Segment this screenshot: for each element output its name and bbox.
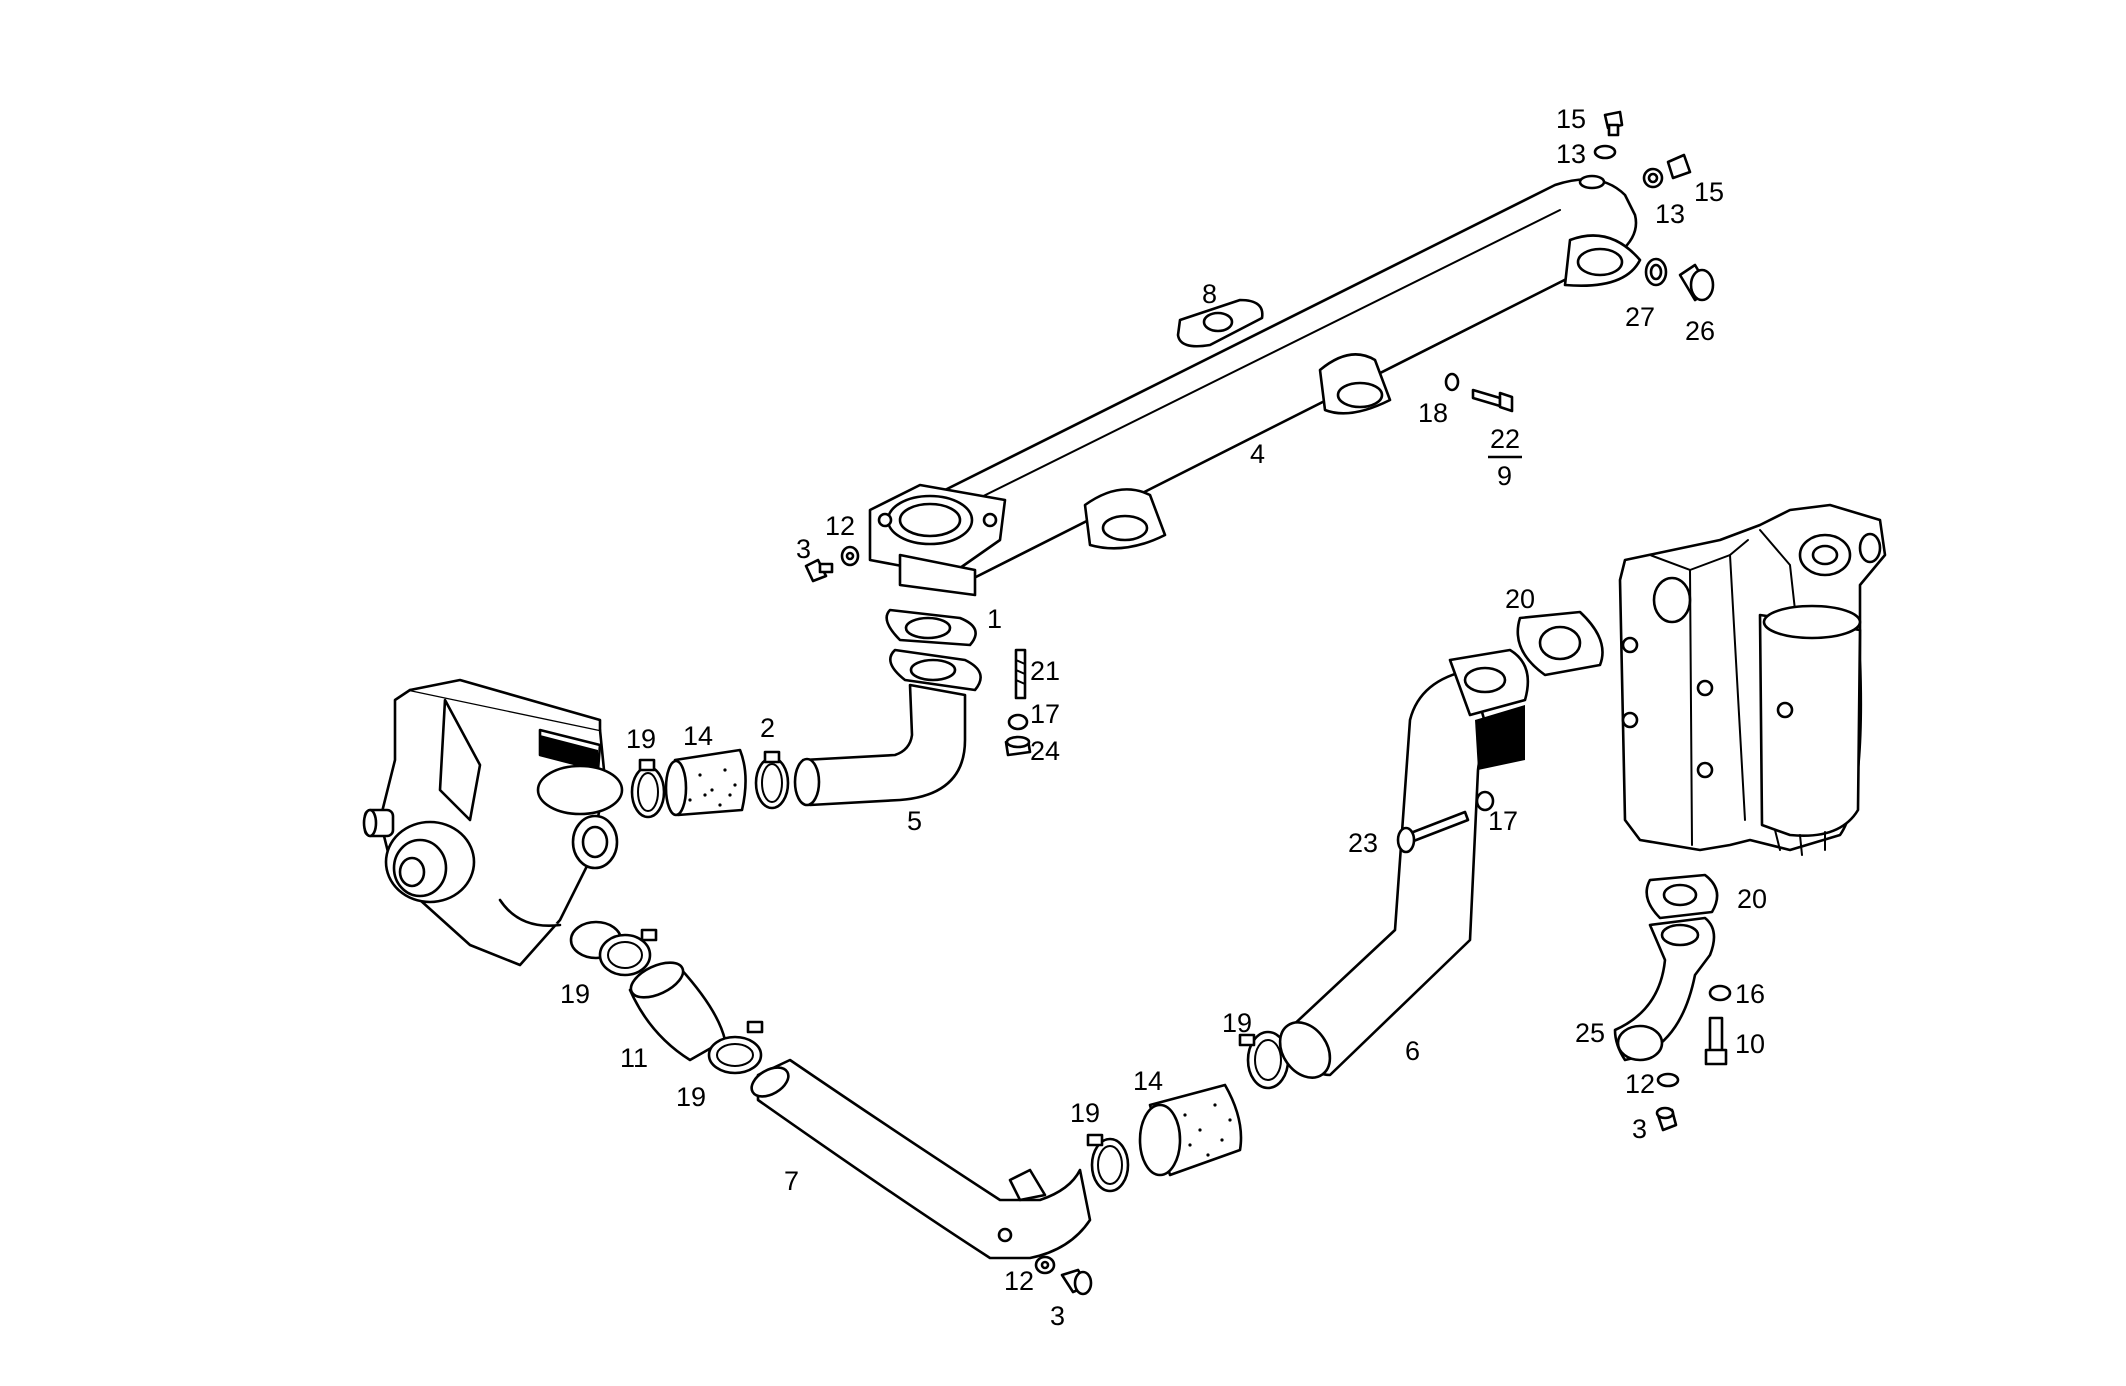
screw-3-right [1655,1106,1678,1132]
clamp-19-c [707,1020,764,1075]
callout-18: 18 [1418,398,1448,428]
hose-14-lower [1138,1083,1243,1177]
pipe-5 [793,683,967,807]
callout-27: 27 [1625,302,1655,332]
callout-13-top: 13 [1556,139,1586,169]
callout-15-right: 15 [1694,177,1724,207]
washer-18 [1444,372,1460,392]
callout-26: 26 [1685,316,1715,346]
clamp-19-a [630,758,666,819]
pipe-25 [1613,916,1716,1062]
callout-17-right: 17 [1488,806,1518,836]
callout-14-lower: 14 [1133,1066,1163,1096]
callout-12-right: 12 [1625,1069,1655,1099]
callout-13-right: 13 [1655,199,1685,229]
pipe-7 [750,1058,1092,1260]
callout-24: 24 [1030,736,1060,766]
gasket-20-top [1516,610,1604,677]
clamp-19-e [1238,1030,1290,1090]
callout-16: 16 [1735,979,1765,1009]
washer-17-left [1007,713,1029,731]
gasket-20-lower [1645,873,1719,920]
washer-12-bottom [1034,1255,1056,1275]
callout-15-top: 15 [1556,104,1586,134]
screw-3-upper [804,558,834,583]
callout-19-right-middle: 19 [1222,1008,1252,1038]
callout-3-right: 3 [1632,1114,1647,1144]
callout-9: 9 [1497,461,1512,491]
callout-12-upper: 12 [825,511,855,541]
callout-2: 2 [760,713,775,743]
callout-17-left: 17 [1030,699,1060,729]
callout-19-upper-left: 19 [626,724,656,754]
callout-21: 21 [1030,656,1060,686]
washer-13-top [1593,144,1617,160]
callout-10: 10 [1735,1029,1765,1059]
callout-1: 1 [987,604,1002,634]
washer-27 [1644,257,1668,287]
stud-21 [1014,648,1027,700]
callout-6: 6 [1405,1036,1420,1066]
bolt-10 [1704,1016,1728,1066]
callout-12-bottom: 12 [1004,1266,1034,1296]
callout-7: 7 [784,1166,799,1196]
callouts: 15 13 15 13 27 26 8 18 22 9 4 3 12 1 21 … [560,104,1767,1331]
callout-14-upper: 14 [683,721,713,751]
hose-14-upper [664,748,747,817]
water-distribution-pipe [868,174,1642,597]
callout-3-upper: 3 [796,534,811,564]
callout-11: 11 [620,1043,648,1073]
callout-19-bottom-middle: 19 [1070,1098,1100,1128]
screw-22-9 [1471,388,1514,413]
callout-20-lower: 20 [1737,884,1767,914]
callout-4: 4 [1250,439,1265,469]
bolt-23 [1396,810,1470,854]
callout-23: 23 [1348,828,1378,858]
washer-17-right [1475,790,1495,812]
washer-16 [1708,984,1732,1002]
water-pump [362,678,624,967]
screw-15-right [1666,153,1692,180]
callout-8: 8 [1202,279,1217,309]
pipe-6 [1278,648,1530,1079]
heat-exchanger [1618,503,1887,856]
plug-26 [1678,263,1715,302]
screw-3-bottom [1060,1268,1093,1296]
flange-8 [1176,298,1264,348]
callout-3-bottom: 3 [1050,1301,1065,1331]
callout-5: 5 [907,806,922,836]
nut-24 [1004,735,1032,757]
callout-19-left-middle: 19 [560,979,590,1009]
washer-12-right [1656,1072,1680,1088]
callout-19-left-lower: 19 [676,1082,706,1112]
clamp-19-b [598,928,658,977]
washer-13-right [1642,167,1664,189]
screw-15-top [1603,110,1624,137]
clamp-19-d [1086,1133,1130,1193]
callout-25: 25 [1575,1018,1605,1048]
clamp-2 [754,750,790,810]
callout-20-top: 20 [1505,584,1535,614]
callout-22: 22 [1490,424,1520,454]
gasket-1 [885,608,977,647]
gasket-1b [889,648,982,692]
washer-12-upper [840,545,860,567]
